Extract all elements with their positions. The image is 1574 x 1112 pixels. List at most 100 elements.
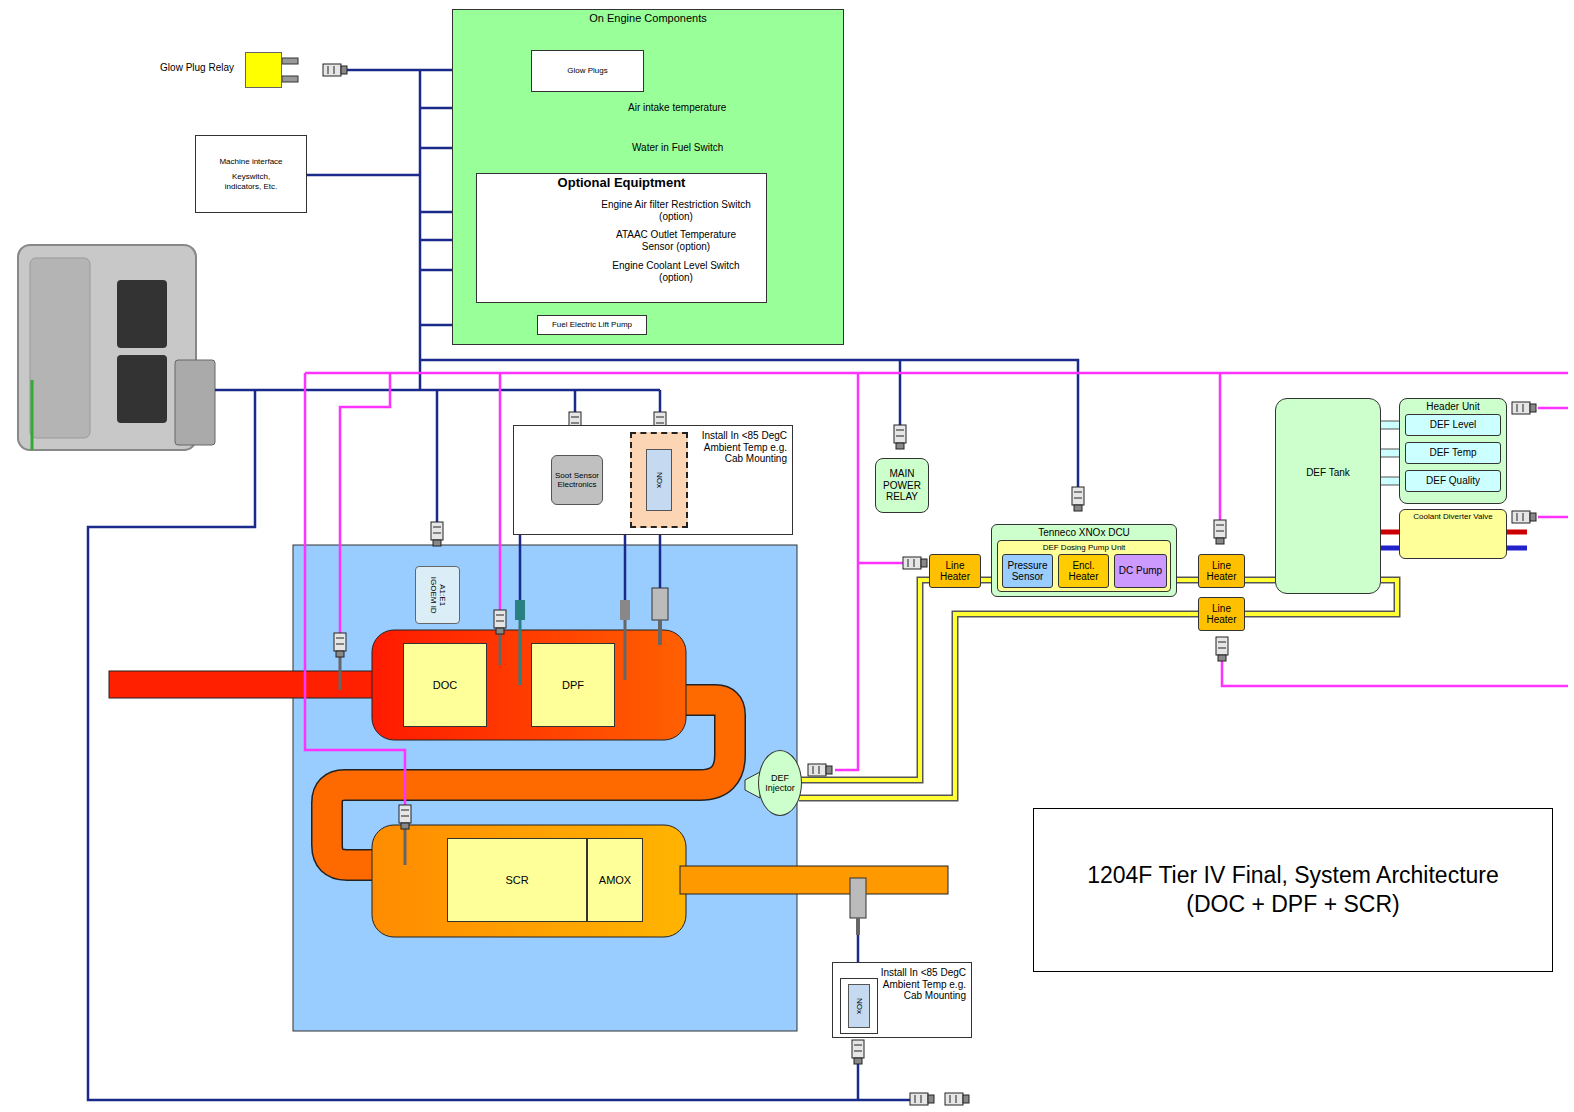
node-label: DOC [433, 679, 457, 692]
part-box: Fuel Electric Lift Pump [537, 315, 647, 335]
connector-plug [1072, 487, 1084, 511]
exhaust-pipe [372, 630, 686, 740]
node-label: NOx [848, 984, 870, 1028]
relay-pins [282, 58, 298, 64]
power-wire [305, 373, 1568, 805]
def-pipe [1177, 578, 1198, 582]
power-wire [305, 373, 405, 805]
power-wire [340, 373, 390, 633]
connector-plug [1214, 520, 1226, 544]
node-label: DC Pump [1119, 565, 1162, 577]
sensor-probe [658, 620, 662, 645]
power-wire [499, 373, 502, 610]
part-label: ATAAC Outlet Temperature Sensor (option) [601, 229, 751, 253]
signal-wire [436, 390, 439, 522]
id-module: A1:E1 IGOEM ID [415, 566, 460, 624]
title-box: 1204F Tier IV Final, System Architecture… [1033, 808, 1553, 972]
def-pipe [800, 580, 929, 780]
sensor-probe [340, 588, 866, 935]
node-label: Line Heater [930, 560, 980, 583]
node-label: Soot Sensor Electronics [552, 471, 602, 489]
mounting-box: Install In <85 DegC Ambient Temp e.g. Ca… [832, 962, 972, 1038]
tank-box: DEF Tank [1275, 398, 1381, 594]
node-label: Install In <85 DegC Ambient Temp e.g. Ca… [689, 430, 787, 465]
power-wire [1222, 660, 1568, 686]
def-pipe-outline [1245, 577, 1275, 584]
sensor-box: DEF Quality [1405, 470, 1501, 492]
def-pipe [1245, 578, 1275, 582]
connector-plug [494, 610, 506, 634]
node-label: DEF Dosing Pump Unit [1043, 543, 1126, 552]
exhaust-pipe [680, 866, 948, 894]
node-label: DEF Injector [759, 773, 801, 794]
part-label: Water in Fuel Switch [632, 142, 782, 154]
valve-box: Coolant Diverter Valve [1399, 509, 1507, 559]
power-wire [305, 372, 1568, 375]
part-box: Glow Plugs [531, 50, 644, 92]
aftertreatment-area [293, 545, 797, 1031]
relay-pins [282, 76, 298, 82]
def-pipe [981, 578, 991, 582]
part-box: Encl. Heater [1058, 554, 1109, 588]
aftertreatment-area [293, 545, 797, 1031]
sensor-probe [652, 588, 668, 620]
part-label: Air intake temperature [628, 102, 778, 114]
heater-box: Line Heater [1198, 597, 1245, 631]
signal-wire [575, 390, 660, 412]
relay-box: Glow Plug Relay [245, 52, 282, 88]
node-label: DEF Quality [1426, 475, 1480, 487]
def-pipe-outline [1177, 577, 1198, 584]
connector-plug [1512, 511, 1536, 523]
node-label: DEF Level [1430, 419, 1477, 431]
connector-plug [399, 805, 411, 829]
power-wire [858, 562, 903, 565]
node-note: Keyswitch, indicators, Etc. [220, 172, 282, 190]
sensor-box: DEF Temp [1405, 442, 1501, 464]
signal-wire [88, 70, 1078, 1100]
node-label: SCR [505, 874, 528, 887]
connector-plug [323, 64, 347, 76]
injector-ellipse: DEF Injector [758, 750, 802, 816]
diagram-title: 1204F Tier IV Final, System Architecture… [1058, 861, 1528, 919]
sensor-probe [620, 600, 630, 620]
node-label: Encl. Heater [1059, 560, 1108, 583]
def-pipe-outline [800, 580, 929, 780]
connector-plug [808, 764, 832, 776]
node-label: Install In <85 DegC Ambient Temp e.g. Ca… [876, 967, 966, 1002]
def-pipe [1177, 580, 1198, 581]
connector-plug [945, 1093, 969, 1105]
catalyst-box: DPF [531, 643, 615, 727]
def-pipe-outline [981, 577, 991, 584]
part-label: Engine Air filter Restriction Switch (op… [601, 199, 751, 223]
connector-plug [894, 425, 906, 449]
nox-module: NOx [630, 432, 688, 528]
catalyst-box: AMOX [587, 838, 643, 922]
def-pipe-outline [799, 614, 1198, 798]
sensor-probe [850, 878, 866, 918]
mounting-box: Install In <85 DegC Ambient Temp e.g. Ca… [513, 425, 793, 535]
node-label: MAIN POWER RELAY [876, 468, 928, 503]
catalyst-box: SCR [447, 838, 587, 922]
def-pipe [1245, 580, 1275, 581]
node-label: Coolant Diverter Valve [1413, 512, 1492, 521]
electronics-box: Soot Sensor Electronics [551, 455, 603, 505]
connector-plug [903, 557, 927, 569]
heater-box: Line Heater [1198, 554, 1245, 588]
node-label: DEF Tank [1306, 467, 1350, 479]
ecu-module [117, 280, 167, 348]
connector-plug [1512, 402, 1536, 414]
signal-wire [419, 70, 422, 390]
node-label: Machine interface [219, 157, 282, 166]
node-label: Line Heater [1199, 603, 1244, 626]
relay-pins [282, 58, 298, 82]
power-wire [1538, 408, 1568, 517]
node-label: DPF [562, 679, 584, 692]
ecu-module [31, 380, 34, 450]
node-label: Pressure Sensor [1003, 560, 1052, 583]
ecu-module [175, 360, 215, 445]
node-label: DEF Temp [1429, 447, 1476, 459]
control-unit: Tenneco XNOx DCU DEF Dosing Pump UnitPres… [991, 524, 1177, 597]
exhaust-pipe [109, 671, 384, 698]
connector-plug [334, 633, 346, 657]
node-label: Tenneco XNOx DCU [1038, 527, 1130, 539]
